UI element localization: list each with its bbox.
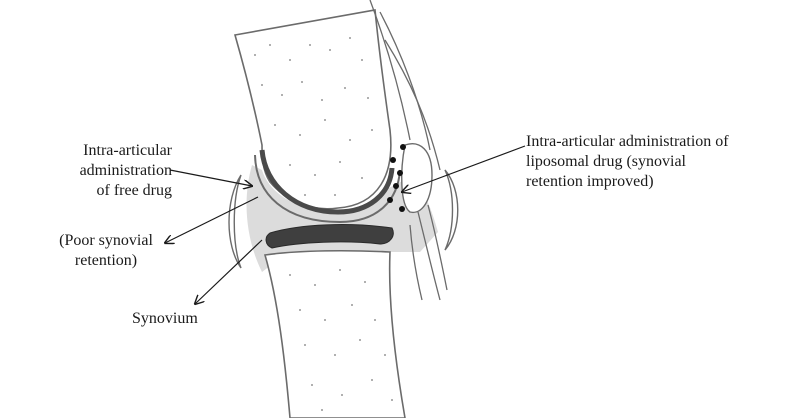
poor-retention-arrow bbox=[165, 197, 258, 243]
liposome-dot bbox=[390, 157, 396, 163]
liposomal-line-3: retention improved) bbox=[526, 172, 729, 192]
synovium-arrow bbox=[195, 240, 262, 304]
poor-retention-label: (Poor synovial retention) bbox=[50, 231, 162, 271]
left-bursa bbox=[229, 175, 241, 268]
free-drug-line-1: Intra-articular bbox=[48, 141, 172, 161]
free-drug-line-3: of free drug bbox=[48, 181, 172, 201]
free-drug-label: Intra-articular administration of free d… bbox=[48, 141, 172, 201]
liposome-dot bbox=[387, 197, 393, 203]
liposomal-line-1: Intra-articular administration of bbox=[526, 132, 729, 152]
tendon-5 bbox=[428, 205, 447, 290]
free-drug-line-2: administration bbox=[48, 161, 172, 181]
liposome-dot bbox=[399, 206, 405, 212]
liposome-dot bbox=[397, 170, 403, 176]
liposome-dot bbox=[393, 183, 399, 189]
right-bursa bbox=[445, 170, 458, 250]
synovium-label: Synovium bbox=[132, 309, 198, 329]
poor-retention-line-2: retention) bbox=[50, 251, 162, 271]
tibia-bone bbox=[265, 251, 405, 418]
liposome-dot bbox=[400, 144, 406, 150]
liposomal-line-2: liposomal drug (synovial bbox=[526, 152, 729, 172]
liposomal-label: Intra-articular administration of liposo… bbox=[526, 132, 729, 192]
poor-retention-line-1: (Poor synovial bbox=[50, 231, 162, 251]
